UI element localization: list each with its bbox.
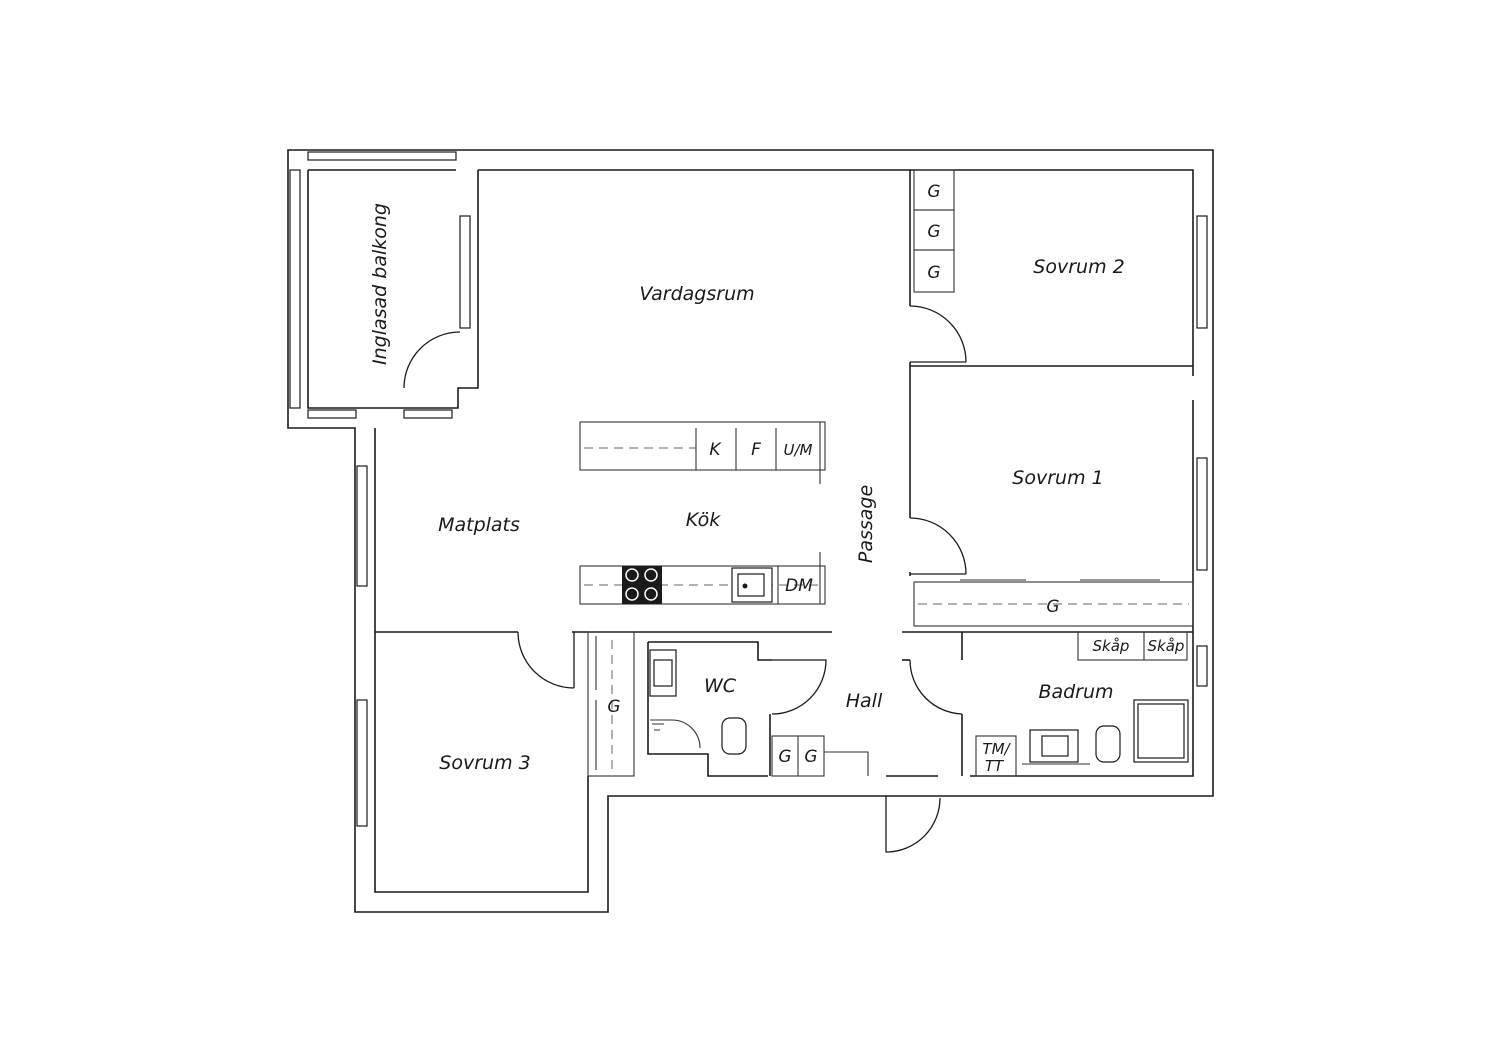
- bathroom-fixtures: [975, 631, 1189, 777]
- wc-fixtures: [649, 649, 747, 755]
- dishwasher-label: DM: [785, 576, 813, 596]
- freezer-label: F: [751, 440, 761, 460]
- cabinet-label-1: Skåp: [1093, 637, 1130, 655]
- wardrobe-label-3: G: [927, 263, 940, 283]
- room-label-balcony: Inglasad balkong: [369, 203, 391, 365]
- windows: [356, 215, 1208, 827]
- kitchen-sink: [731, 567, 773, 603]
- fridge-label: K: [709, 440, 722, 460]
- washer-label-top: TM/: [982, 740, 1011, 758]
- wardrobe-label-bedroom3: G: [607, 697, 620, 717]
- balcony-windows: [289, 151, 471, 419]
- room-label-bathroom: Badrum: [1038, 681, 1113, 703]
- wardrobe-label-hall-1: G: [778, 747, 791, 767]
- room-label-dining: Matplats: [438, 514, 520, 536]
- wardrobe-label-hall-2: G: [804, 747, 817, 767]
- wardrobe-label-bedroom1: G: [1046, 597, 1059, 617]
- wardrobe-label-1: G: [927, 182, 940, 202]
- wardrobe-label-2: G: [927, 222, 940, 242]
- cabinet-label-2: Skåp: [1148, 637, 1185, 655]
- room-label-bedroom3: Sovrum 3: [439, 752, 530, 774]
- interior-walls: [375, 170, 1194, 777]
- stove: [622, 566, 662, 604]
- room-label-bedroom2: Sovrum 2: [1033, 256, 1124, 278]
- room-label-living: Vardagsrum: [639, 283, 754, 305]
- room-label-bedroom1: Sovrum 1: [1012, 467, 1103, 489]
- room-label-passage: Passage: [855, 485, 877, 563]
- outer-walls: [287, 149, 1214, 913]
- microwave-label: U/M: [784, 441, 813, 459]
- room-label-kitchen: Kök: [686, 509, 721, 531]
- wardrobe-column: [913, 169, 955, 293]
- washer-label-bottom: TT: [985, 757, 1005, 775]
- room-label-wc: WC: [704, 675, 737, 697]
- room-label-hall: Hall: [846, 690, 883, 712]
- doors: [403, 305, 967, 853]
